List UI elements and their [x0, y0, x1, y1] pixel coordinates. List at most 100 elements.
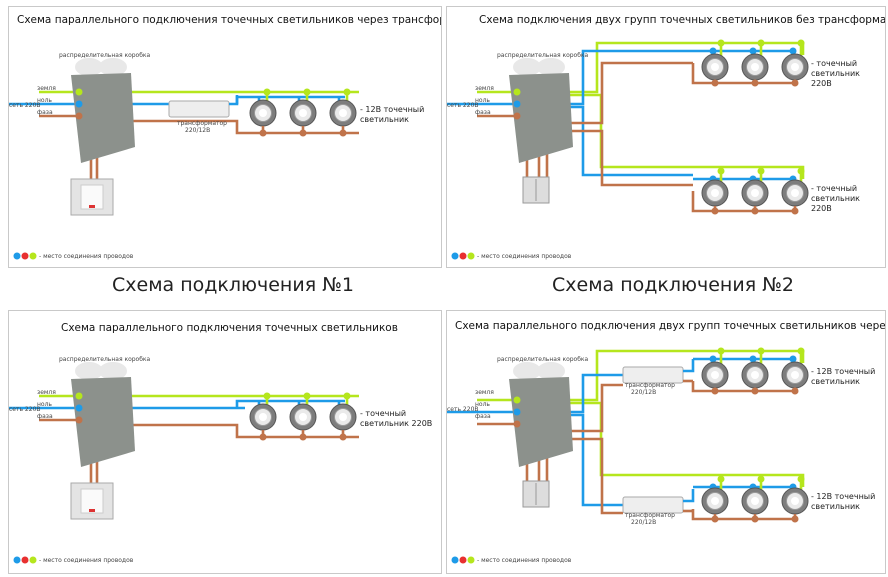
spotlight-bulb [299, 109, 307, 117]
junction-box-label: распределительная коробка [59, 52, 151, 59]
connection-dot [29, 252, 37, 260]
mains-label: сеть 220В [447, 102, 479, 109]
box-gland [99, 58, 127, 76]
spotlight-bulb [751, 189, 759, 197]
legend-text: - место соединения проводов [477, 557, 572, 564]
connection-dot [29, 556, 37, 564]
connection-dot [259, 433, 267, 441]
connection-dot [513, 88, 521, 96]
connection-dot [791, 515, 799, 523]
connection-dot [21, 556, 29, 564]
mains-label: сеть 220В [447, 406, 479, 413]
transformer-icon [622, 366, 684, 384]
spotlight-bulb [259, 413, 267, 421]
panel-title: Схема параллельного подключения двух гру… [455, 320, 885, 332]
spotlight-bulb [711, 497, 719, 505]
phase-label: фаза [37, 413, 53, 420]
neutral-wire [683, 359, 695, 373]
panel-title: Схема параллельного подключения точечных… [61, 322, 398, 334]
connection-dot [451, 556, 459, 564]
connection-dot [513, 396, 521, 404]
phase-wire [103, 423, 359, 439]
connection-dot [513, 112, 521, 120]
neutral-label: ноль [37, 401, 52, 408]
ground-label: земля [475, 85, 494, 92]
switch-indicator [89, 509, 95, 512]
panel-title: Схема параллельного подключения точечных… [17, 14, 441, 26]
spotlight-bulb [751, 371, 759, 379]
junction-box-label: распределительная коробка [497, 356, 589, 363]
junction-box-label: распределительная коробка [497, 52, 589, 59]
connection-dot [339, 433, 347, 441]
phase-label: фаза [37, 109, 53, 116]
switch-key [80, 184, 104, 210]
junction-box-icon [509, 377, 573, 467]
connection-dot [75, 404, 83, 412]
connection-dot [751, 79, 759, 87]
connection-dot [467, 252, 475, 260]
connection-dot [751, 515, 759, 523]
phase-wire [691, 381, 795, 393]
connection-dot [711, 515, 719, 523]
neutral-label: ноль [475, 97, 490, 104]
transformer-rating: 220/12В [631, 389, 656, 396]
connection-dot [75, 88, 83, 96]
spotlight-bulb [299, 413, 307, 421]
box-gland [513, 362, 541, 380]
connection-dot [459, 556, 467, 564]
connection-dot [467, 556, 475, 564]
phase-label: фаза [475, 413, 491, 420]
phase-wire [547, 437, 623, 515]
junction-box-icon [509, 73, 573, 163]
ground-label: земля [37, 389, 56, 396]
connection-dot [791, 79, 799, 87]
junction-box-icon [71, 73, 135, 163]
spotlight-bulb [751, 497, 759, 505]
connection-dot [299, 433, 307, 441]
transformer-rating: 220/12В [631, 519, 656, 526]
spotlight-bulb [711, 371, 719, 379]
legend-text: - место соединения проводов [39, 557, 134, 564]
neutral-label: ноль [475, 401, 490, 408]
spotlight-bulb [791, 63, 799, 71]
transformer-label: трансформатор [177, 120, 227, 127]
connection-dot [513, 408, 521, 416]
connection-dot [513, 420, 521, 428]
box-gland [75, 362, 103, 380]
connection-dot [21, 252, 29, 260]
phase-wire [103, 119, 359, 135]
box-gland [513, 58, 541, 76]
phase-wire [543, 383, 623, 433]
neutral-wire [235, 399, 345, 408]
lamp-label-bottom: - точечный светильник 220В [811, 184, 860, 213]
connection-dot [75, 112, 83, 120]
box-gland [99, 362, 127, 380]
neutral-wire [447, 373, 623, 414]
connection-dot [513, 100, 521, 108]
mains-label: сеть 220В [9, 406, 41, 413]
connection-dot [75, 100, 83, 108]
lamp-label: - точечный светильник 220В [360, 409, 433, 428]
transformer-icon [168, 100, 230, 118]
junction-box-label: распределительная коробка [59, 356, 151, 363]
neutral-wire [683, 489, 695, 503]
phase-wire [691, 63, 795, 85]
connection-dot [13, 556, 21, 564]
connection-dot [451, 252, 459, 260]
phase-wire [691, 191, 795, 213]
switch-key [80, 488, 104, 514]
connection-dot [711, 79, 719, 87]
phase-wire [547, 129, 693, 187]
spotlight-bulb [339, 413, 347, 421]
phase-label: фаза [475, 109, 491, 116]
transformer-icon [622, 496, 684, 514]
spotlight-bulb [259, 109, 267, 117]
spotlight-bulb [711, 189, 719, 197]
connection-dot [75, 416, 83, 424]
legend-text: - место соединения проводов [39, 253, 134, 260]
junction-box-icon [71, 377, 135, 467]
